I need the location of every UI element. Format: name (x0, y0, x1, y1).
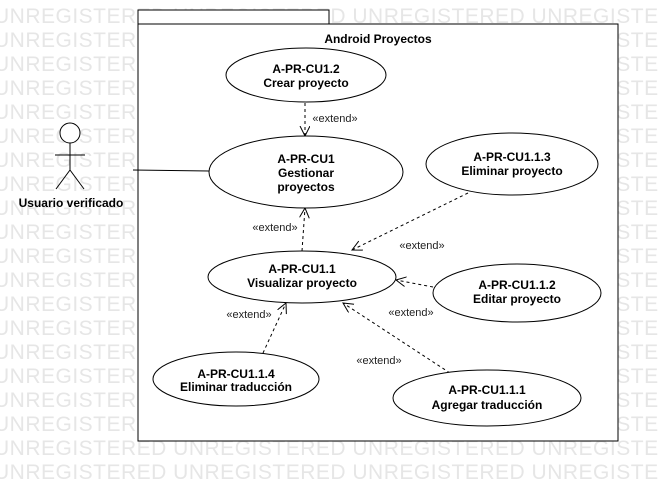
actor-right-leg (69, 169, 85, 190)
use-case-id: A-PR-CU1.1.1 (448, 383, 526, 397)
use-case-name: Editar proyecto (473, 292, 561, 306)
use-case-visualizar-proyecto[interactable]: A-PR-CU1.1 Visualizar proyecto (207, 250, 397, 304)
extend-arrow-cu11-cu1 (302, 208, 305, 252)
extend-label: «extend» (399, 240, 444, 252)
extend-label: «extend» (226, 309, 271, 321)
use-case-agregar-traduccion[interactable]: A-PR-CU1.1.1 Agregar traducción (392, 369, 582, 427)
use-case-id: A-PR-CU1.1.2 (478, 278, 556, 292)
system-title: Android Proyectos (324, 32, 432, 46)
actor-label: Usuario verificado (19, 196, 124, 210)
actor-head (59, 122, 81, 144)
extend-label: «extend» (312, 113, 357, 125)
extend-arrow-cu112-cu11 (396, 280, 434, 288)
use-case-name: Eliminar proyecto (461, 164, 562, 178)
use-case-name-line2: proyectos (277, 180, 335, 194)
use-case-editar-proyecto[interactable]: A-PR-CU1.1.2 Editar proyecto (432, 263, 602, 323)
actor-left-leg (55, 169, 71, 190)
use-case-id: A-PR-CU1.1.4 (197, 367, 275, 381)
extend-label: «extend» (388, 307, 433, 319)
use-case-name-line1: Gestionar (278, 166, 334, 180)
extend-label: «extend» (252, 222, 297, 234)
association-line (132, 169, 210, 172)
use-case-name: Visualizar proyecto (247, 276, 357, 290)
use-case-crear-proyecto[interactable]: A-PR-CU1.2 Crear proyecto (225, 47, 387, 103)
use-case-gestionar-proyectos[interactable]: A-PR-CU1 Gestionar proyectos (208, 135, 404, 209)
use-case-eliminar-traduccion[interactable]: A-PR-CU1.1.4 Eliminar traducción (152, 351, 320, 407)
extend-label: «extend» (356, 355, 401, 367)
use-case-id: A-PR-CU1.2 (272, 62, 340, 76)
use-case-name: Agregar traducción (432, 398, 543, 412)
use-case-id: A-PR-CU1.1.3 (473, 150, 551, 164)
use-case-eliminar-proyecto[interactable]: A-PR-CU1.1.3 Eliminar proyecto (425, 132, 599, 196)
use-case-id: A-PR-CU1 (277, 152, 335, 166)
use-case-id: A-PR-CU1.1 (268, 262, 336, 276)
use-case-name: Crear proyecto (263, 76, 348, 90)
use-case-name: Eliminar traducción (180, 380, 292, 394)
actor-usuario-verificado[interactable]: Usuario verificado (19, 122, 124, 210)
